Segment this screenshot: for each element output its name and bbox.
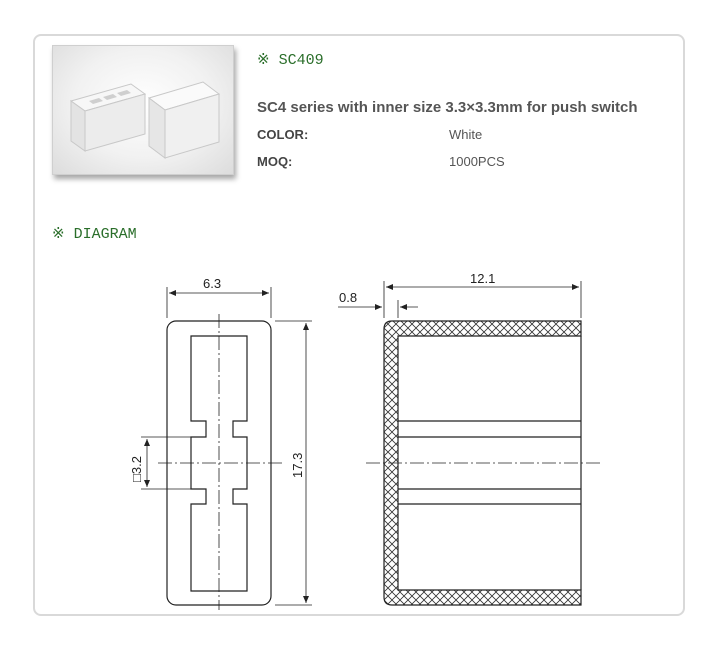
spec-label-color: COLOR: — [257, 127, 309, 142]
dimension-height — [275, 320, 312, 606]
front-view — [158, 314, 282, 610]
dimension-width — [166, 287, 272, 318]
dimension-height-label: 17.3 — [290, 453, 305, 478]
product-model: SC409 — [278, 52, 324, 69]
dimension-wall-label: 0.8 — [339, 290, 357, 305]
dimension-length — [383, 281, 582, 318]
front-inner-cavity — [190, 335, 248, 592]
dimension-width-label: 6.3 — [203, 276, 221, 291]
side-view — [366, 320, 600, 606]
spec-value-color: White — [449, 127, 483, 142]
side-wall-section — [383, 320, 582, 606]
spec-value-moq: 1000PCS — [449, 154, 505, 169]
product-description: SC4 series with inner size 3.3×3.3mm for… — [257, 99, 638, 116]
switch-cap-illustration — [69, 81, 221, 159]
reference-mark-icon: ※ — [257, 52, 270, 69]
reference-mark-icon: ※ — [52, 226, 65, 243]
diagram-title: DIAGRAM — [73, 226, 137, 243]
dimension-inner — [141, 436, 191, 490]
product-model-heading: ※ SC409 — [257, 50, 324, 69]
dimension-inner-label: □3.2 — [129, 456, 144, 482]
dimension-length-label: 12.1 — [470, 271, 495, 286]
product-photo — [52, 45, 234, 175]
spec-label-moq: MOQ: — [257, 154, 293, 169]
dimension-wall — [338, 300, 418, 318]
diagram-heading: ※ DIAGRAM — [52, 224, 137, 243]
